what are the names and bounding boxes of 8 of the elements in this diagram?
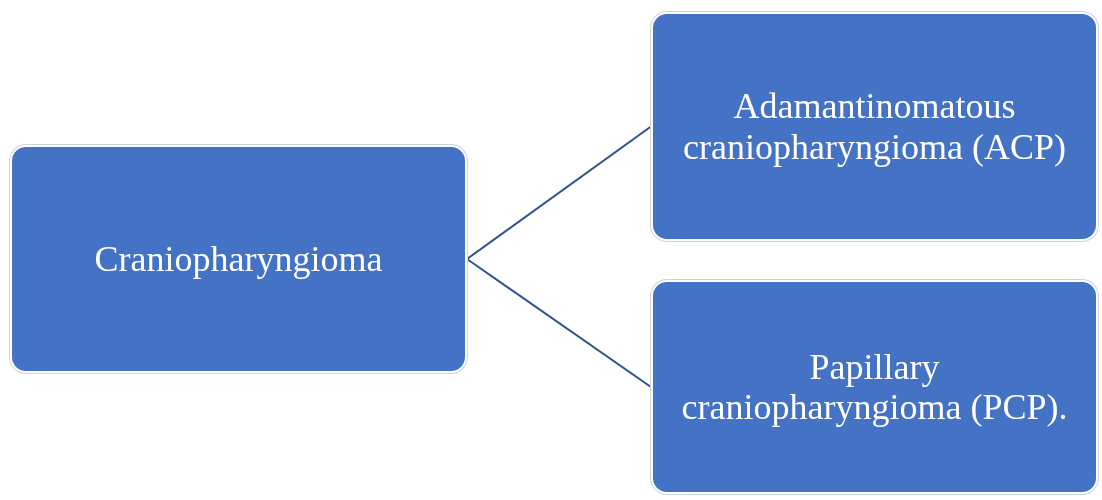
connector-line <box>466 258 652 388</box>
node-label: Craniopharyngioma <box>93 238 384 280</box>
process-box <box>10 145 467 373</box>
node-label: Papillary craniopharyngioma (PCP). <box>680 346 1069 428</box>
process-box <box>651 12 1098 241</box>
node-label: Adamantinomatous craniopharyngioma (ACP) <box>682 86 1067 167</box>
connector-line <box>466 125 652 260</box>
process-box <box>651 280 1098 494</box>
